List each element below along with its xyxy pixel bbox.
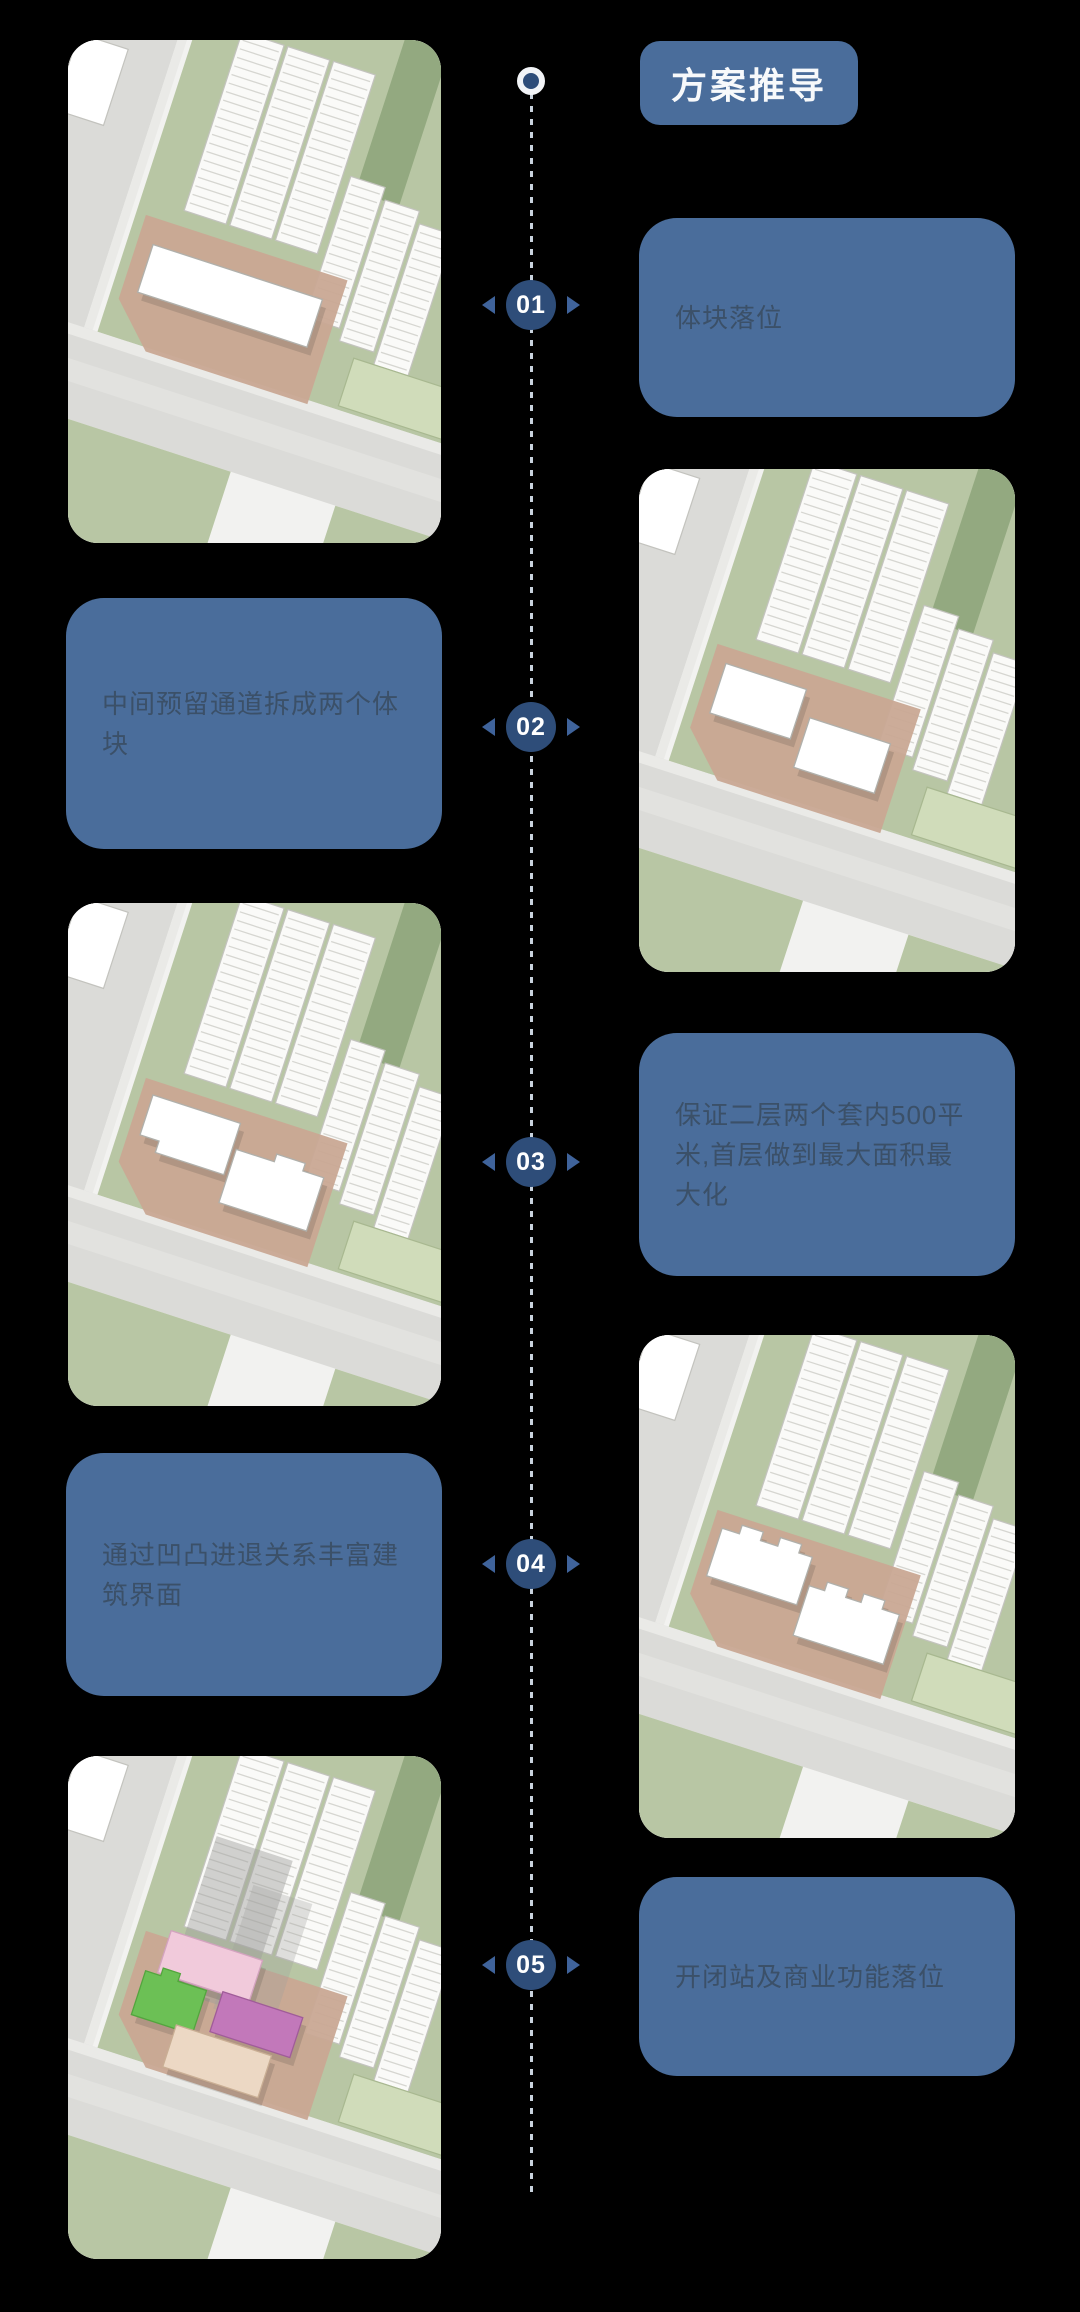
site-plan-svg [639,1335,1015,1838]
arrow-left-icon [482,1956,495,1974]
site-diagram-step-04 [639,1335,1015,1838]
site-diagram-step-03 [68,903,441,1406]
caption-step-02: 中间预留通道拆成两个体块 [66,598,442,849]
caption-step-03: 保证二层两个套内500平米,首层做到最大面积最大化 [639,1033,1015,1276]
page-title-text: 方案推导 [670,65,827,106]
step-badge-01: 01 [482,280,580,330]
site-diagram-step-05 [68,1756,441,2259]
arrow-right-icon [567,1956,580,1974]
caption-step-05: 开闭站及商业功能落位 [639,1877,1015,2076]
step-number: 04 [516,1549,546,1578]
site-plan-svg [68,903,441,1406]
arrow-right-icon [567,1555,580,1573]
caption-text: 中间预留通道拆成两个体块 [102,688,400,759]
step-number: 05 [516,1950,546,1979]
step-number: 03 [516,1147,546,1176]
caption-text: 体块落位 [675,302,784,333]
site-plan-svg [68,40,441,543]
arrow-left-icon [482,1153,495,1171]
step-badge-03: 03 [482,1137,580,1187]
step-number: 01 [516,290,546,319]
site-diagram-step-01 [68,40,441,543]
arrow-right-icon [567,1153,580,1171]
site-plan-svg [639,469,1015,972]
step-badge-04: 04 [482,1539,580,1589]
caption-step-01: 体块落位 [639,218,1015,417]
step-badge-05: 05 [482,1940,580,1990]
step-number: 02 [516,712,546,741]
arrow-right-icon [567,718,580,736]
site-diagram-step-02 [639,469,1015,972]
page-title: 方案推导 [640,41,858,125]
arrow-right-icon [567,296,580,314]
caption-text: 通过凹凸进退关系丰富建筑界面 [102,1539,400,1610]
caption-text: 开闭站及商业功能落位 [675,1961,946,1992]
site-plan-svg [68,1756,441,2259]
caption-text: 保证二层两个套内500平米,首层做到最大面积最大化 [675,1099,965,1210]
step-badge-02: 02 [482,702,580,752]
arrow-left-icon [482,296,495,314]
timeline-start-dot [517,67,545,95]
arrow-left-icon [482,718,495,736]
caption-step-04: 通过凹凸进退关系丰富建筑界面 [66,1453,442,1696]
arrow-left-icon [482,1555,495,1573]
